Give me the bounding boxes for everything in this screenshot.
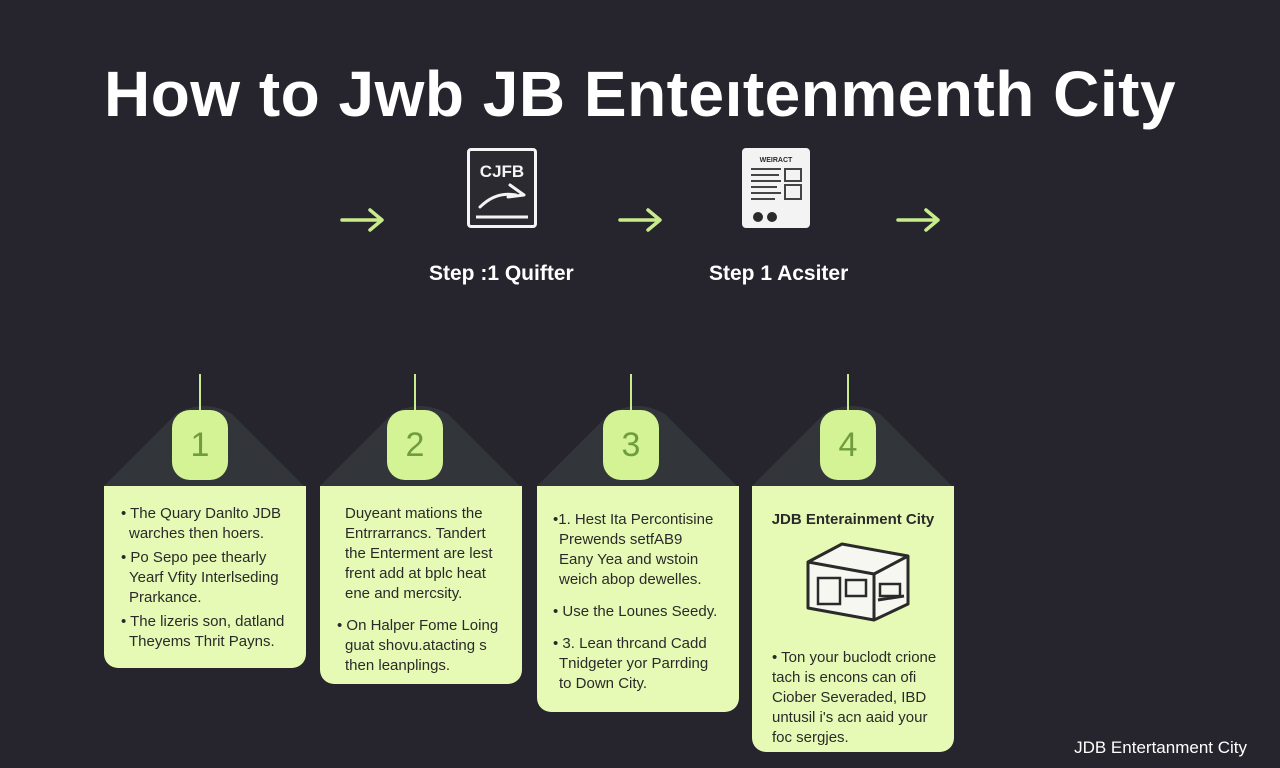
- step-card-4: JDB Enterainment City • Ton your buclodt…: [752, 486, 954, 752]
- document-icon-label: WEIRACT: [760, 157, 793, 164]
- card-line: Ciober Severaded, IBD: [772, 689, 927, 706]
- card-line: • 3. Lean thrcand Cadd: [553, 635, 707, 652]
- card-line: warches then hoers.: [129, 525, 265, 542]
- monitor-icon: CJFB: [467, 148, 537, 228]
- card-line: • The lizeris son, datland: [121, 613, 285, 630]
- step-stem: [847, 374, 849, 410]
- card-line: foc sergjes.: [772, 729, 849, 746]
- step-label-1: Step :1 Quifter: [429, 262, 574, 285]
- arrow-right-icon: [340, 208, 384, 232]
- card-line: Theyems Thrit Payns.: [129, 633, 275, 650]
- building-icon: [806, 542, 910, 622]
- card-line: • Po Sepo pee thearly: [121, 549, 267, 566]
- step-card-1: • The Quary Danlto JDB warches then hoer…: [104, 486, 306, 668]
- card-line: untusil i's acn aaid your: [772, 709, 928, 726]
- arrow-right-icon: [618, 208, 662, 232]
- arrow-right-icon: [896, 208, 940, 232]
- card-line: Prewends setfAB9: [559, 531, 683, 548]
- step-number-1: 1: [172, 410, 228, 480]
- card-line: Entrrarrancs. Tandert: [345, 525, 486, 542]
- card-line: tach is encons can ofi: [772, 669, 917, 686]
- card-line: Eany Yea and wstoin: [559, 551, 699, 568]
- footer-brand: JDB Entertanment City: [1074, 738, 1247, 757]
- card-line: • Ton your buclodt crione: [772, 649, 937, 666]
- card-gap: [553, 622, 731, 634]
- card-line: the Enterment are lest: [345, 545, 493, 562]
- step-number-4: 4: [820, 410, 876, 480]
- card-line: • Use the Lounes Seedy.: [553, 603, 718, 620]
- card-title: JDB Enterainment City: [771, 511, 935, 528]
- step-number-3: 3: [603, 410, 659, 480]
- card-gap: [772, 624, 946, 648]
- step-number-2: 2: [387, 410, 443, 480]
- card-line: weich abop dewelles.: [559, 571, 702, 588]
- step-label-2: Step 1 Acsiter: [709, 262, 849, 285]
- card-line: frent add at bplc heat: [345, 565, 486, 582]
- step-stem: [414, 374, 416, 410]
- card-line: guat shovu.atacting s: [345, 637, 487, 654]
- step-stem: [199, 374, 201, 410]
- card-line: • The Quary Danlto JDB: [121, 505, 282, 522]
- card-line: then leanplings.: [345, 657, 451, 674]
- card-line: ene and mercsity.: [345, 585, 463, 602]
- card-line: to Down City.: [559, 675, 648, 692]
- step-card-2: Duyeant mations the Entrrarrancs. Tander…: [320, 486, 522, 684]
- card-gap: [345, 604, 512, 616]
- step-stem: [630, 374, 632, 410]
- card-line: Tnidgeter yor Parrding: [559, 655, 709, 672]
- card-gap: [553, 590, 731, 602]
- card-line: Yearf Vfity Interlseding: [129, 569, 279, 586]
- card-line: •1. Hest Ita Percontisine: [553, 511, 714, 528]
- monitor-icon-label: CJFB: [480, 162, 524, 181]
- card-line: • On Halper Fome Loing: [337, 617, 499, 634]
- document-icon: WEIRACT: [742, 148, 810, 228]
- step-card-3: •1. Hest Ita Percontisine Prewends setfA…: [537, 486, 739, 712]
- card-line: Prarkance.: [129, 589, 202, 606]
- card-line: Duyeant mations the: [345, 505, 483, 522]
- page-title: How to Jwb JB Enteıtenmenth City: [103, 57, 1177, 130]
